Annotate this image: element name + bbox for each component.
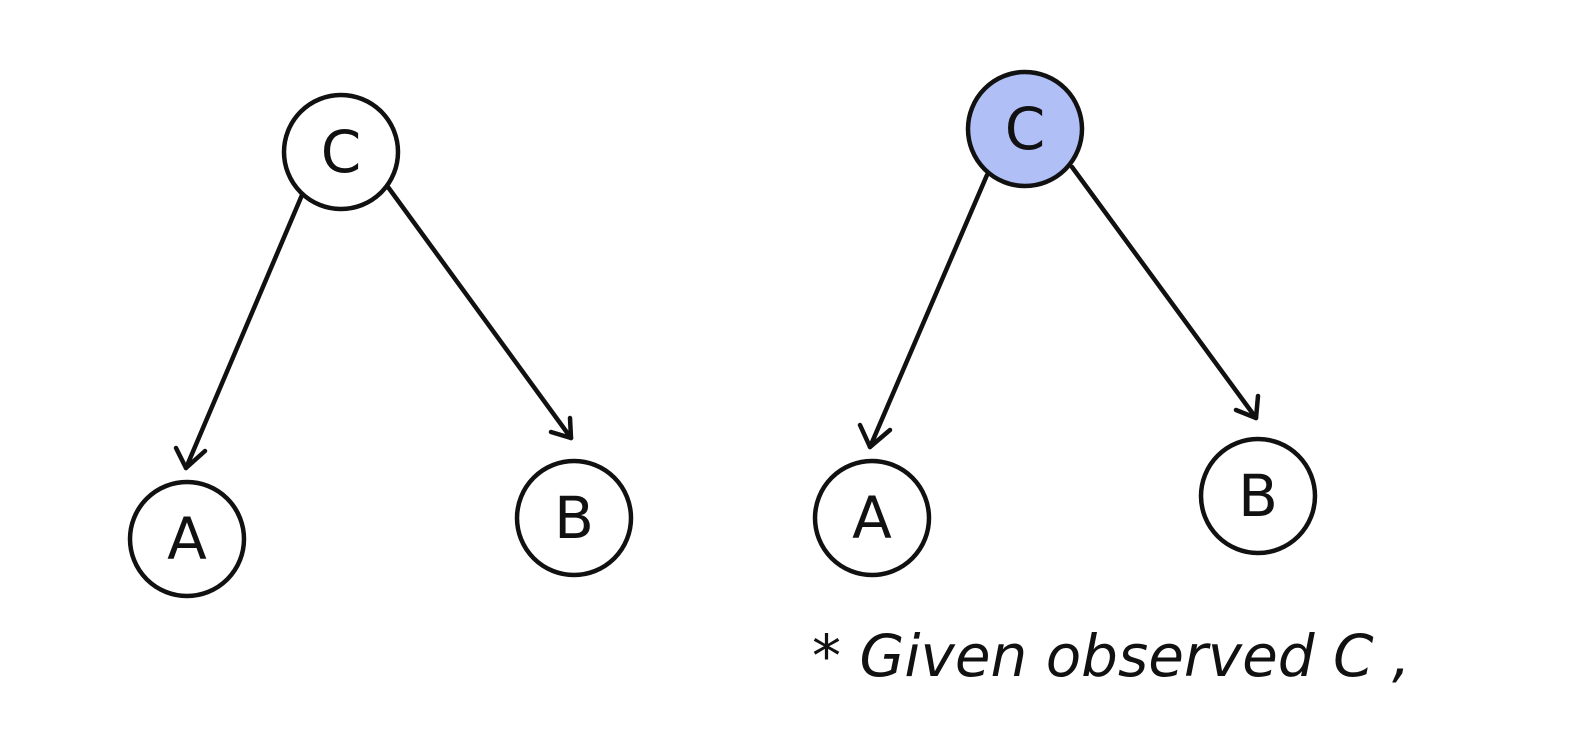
node-b-left-circle: [514, 458, 634, 578]
node-a-left-label: A: [167, 505, 207, 573]
node-b-left: B: [514, 458, 634, 578]
node-b-right-label: B: [1238, 462, 1278, 530]
node-a-right-circle: [812, 458, 932, 578]
diagram-left: C A B: [127, 92, 634, 599]
diagram-right: C A B: [812, 69, 1318, 578]
node-b-left-label: B: [554, 484, 594, 552]
node-a-right: A: [812, 458, 932, 578]
node-a-left: A: [127, 479, 247, 599]
node-b-right: B: [1198, 436, 1318, 556]
edge-c-to-a-left: [173, 192, 305, 471]
note-given-observed-c: * Given observed C ,: [812, 622, 1410, 690]
node-c-left-label: C: [321, 118, 362, 186]
node-c-left-circle: [281, 92, 401, 212]
node-a-right-label: A: [852, 484, 892, 552]
node-b-right-circle: [1198, 436, 1318, 556]
node-a-left-circle: [127, 479, 247, 599]
node-c-right-label: C: [1005, 95, 1046, 163]
edge-c-to-a-right: [857, 172, 990, 450]
node-c-right-observed: C: [965, 69, 1085, 189]
edge-c-to-b-right: [1069, 164, 1261, 421]
node-c-left: C: [281, 92, 401, 212]
edge-c-to-b-left: [385, 184, 574, 441]
node-c-right-circle: [965, 69, 1085, 189]
